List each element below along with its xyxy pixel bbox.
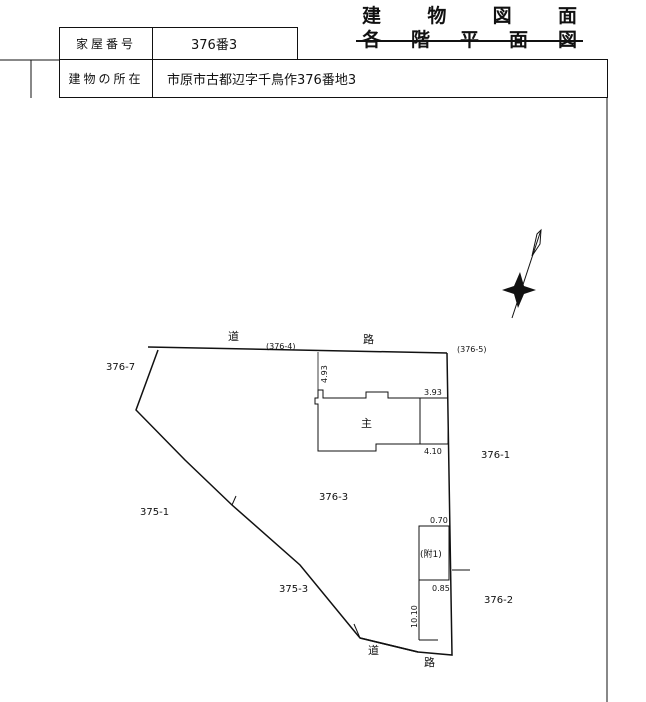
- title-floor-plan-struck: 各 階 平 面 図: [356, 28, 583, 52]
- lot-376-3: 376-3: [319, 492, 348, 503]
- dim-10-10: 10.10: [410, 605, 419, 628]
- lot-376-7: 376-7: [106, 362, 135, 373]
- dim-3-93: 3.93: [424, 388, 442, 397]
- site-boundary: [135, 349, 453, 656]
- title-char: 面: [557, 5, 577, 27]
- road-top-left-label: 道: [228, 329, 239, 343]
- title-building-drawing: 建 物 図 面: [362, 4, 577, 28]
- document-title: 建 物 図 面 各 階 平 面 図: [356, 4, 583, 52]
- dim-0-85: 0.85: [432, 584, 450, 593]
- road-bottom-edge: [359, 637, 419, 653]
- title-char: 図: [492, 5, 512, 27]
- boundary-tick: [231, 495, 237, 506]
- lot-375-3: 375-3: [279, 584, 308, 595]
- title-char: 建: [362, 5, 382, 27]
- main-building-label: 主: [361, 417, 372, 430]
- location-value: 市原市古都辺字千鳥作376番地3: [152, 59, 608, 98]
- corner-lot-label: (376-5): [457, 345, 487, 354]
- annex-building-outline: [418, 525, 450, 581]
- road-bottom-right-label: 路: [424, 656, 435, 669]
- road-top-right-label: 路: [363, 333, 374, 346]
- dim-0-70: 0.70: [430, 516, 448, 525]
- dim-4-10: 4.10: [424, 447, 442, 456]
- main-building-outline: [314, 389, 449, 452]
- north-arrow-icon: [502, 228, 542, 319]
- lot-376-2: 376-2: [484, 595, 513, 606]
- road-top-lot-label: (376-4): [266, 342, 296, 351]
- road-top-edge: [147, 346, 448, 354]
- lot-375-1: 375-1: [140, 507, 169, 518]
- annex-label: (附1): [420, 548, 442, 560]
- road-bottom-left-label: 道: [368, 643, 379, 657]
- dim-4-93: 4.93: [320, 365, 329, 383]
- boundary-tick: [353, 623, 361, 639]
- lot-376-1: 376-1: [481, 450, 510, 461]
- title-char: 物: [427, 5, 447, 27]
